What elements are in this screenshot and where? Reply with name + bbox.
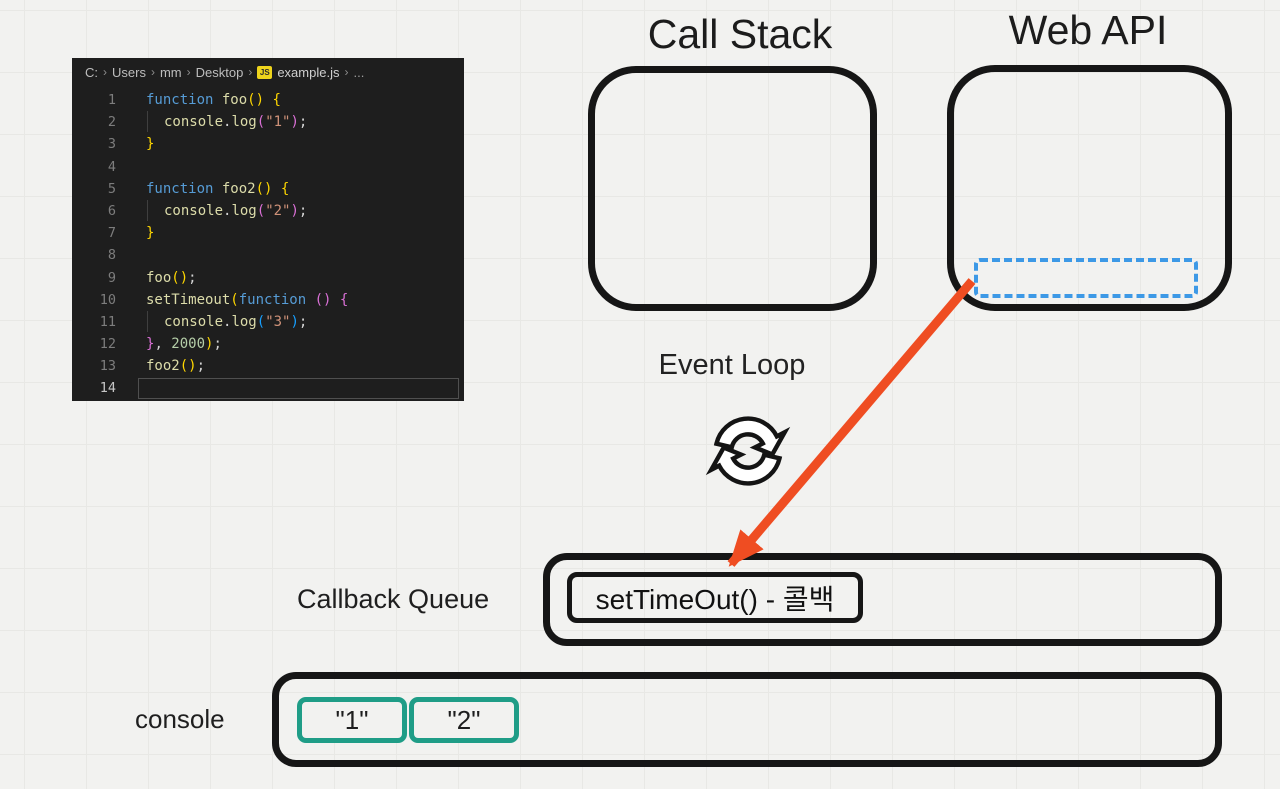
breadcrumb-separator: › — [186, 65, 191, 79]
line-number: 8 — [107, 247, 116, 264]
line-number: 1 — [107, 92, 116, 108]
breadcrumb-file-name[interactable]: example.js — [277, 64, 340, 80]
code-line: 7} — [72, 222, 464, 244]
line-number: 10 — [99, 291, 116, 308]
code-line: 4 — [72, 156, 464, 178]
callback-queue-label: Callback Queue — [297, 584, 490, 614]
line-number: 4 — [107, 158, 116, 175]
line-number: 3 — [107, 136, 116, 153]
breadcrumb-separator: › — [103, 65, 107, 79]
breadcrumb-item[interactable]: C: — [85, 64, 98, 80]
console-output-item: "1" — [297, 697, 407, 743]
line-number: 11 — [99, 313, 116, 330]
line-number: 13 — [99, 358, 116, 375]
event-loop-title: Event Loop — [658, 349, 806, 381]
line-number: 2 — [107, 114, 116, 131]
breadcrumb-separator: › — [344, 65, 349, 79]
event-loop-cycle-icon — [699, 401, 797, 501]
line-number: 12 — [99, 336, 116, 353]
web-api-title: Web API — [1008, 7, 1168, 53]
breadcrumb-separator: › — [150, 65, 155, 79]
breadcrumb: C: › Users › mm › Desktop › JS example.js › ... — [72, 58, 464, 86]
breadcrumb-item[interactable]: Users — [112, 64, 146, 80]
web-api-timer-slot — [974, 258, 1198, 298]
console-label: console — [135, 704, 225, 734]
web-api-box — [947, 65, 1232, 311]
code-line: 8 — [72, 244, 464, 266]
queue-item-settimeout-callback: setTimeOut() - 콜백 — [567, 572, 863, 623]
breadcrumb-item[interactable]: mm — [159, 64, 182, 80]
breadcrumb-separator: › — [248, 65, 253, 79]
call-stack-title: Call Stack — [647, 11, 833, 57]
breadcrumb-item[interactable]: Desktop — [195, 64, 244, 80]
breadcrumb-more[interactable]: ... — [353, 64, 365, 80]
console-output-item: "2" — [409, 697, 519, 743]
line-number: 6 — [107, 202, 116, 219]
call-stack-box — [588, 66, 877, 311]
code-line: 3} — [72, 133, 464, 155]
line-number: 7 — [107, 225, 116, 242]
code-line: 12}, 2000); — [72, 333, 464, 355]
code-line: 14 — [72, 377, 464, 400]
code-editor[interactable]: C: › Users › mm › Desktop › JS example.js › ...… — [72, 58, 464, 401]
line-number: 5 — [107, 180, 116, 197]
indent-guide — [147, 310, 164, 332]
console-output-items: "1""2" — [297, 697, 519, 743]
console-box — [272, 672, 1222, 767]
line-number: 14 — [99, 380, 116, 397]
breadcrumb-path: C: › Users › mm › Desktop › — [85, 65, 252, 80]
line-number: 9 — [107, 269, 116, 286]
indent-guide — [147, 199, 164, 221]
javascript-file-icon: JS — [257, 65, 273, 79]
cursor-line-highlight — [138, 378, 459, 400]
indent-guide — [147, 111, 164, 133]
